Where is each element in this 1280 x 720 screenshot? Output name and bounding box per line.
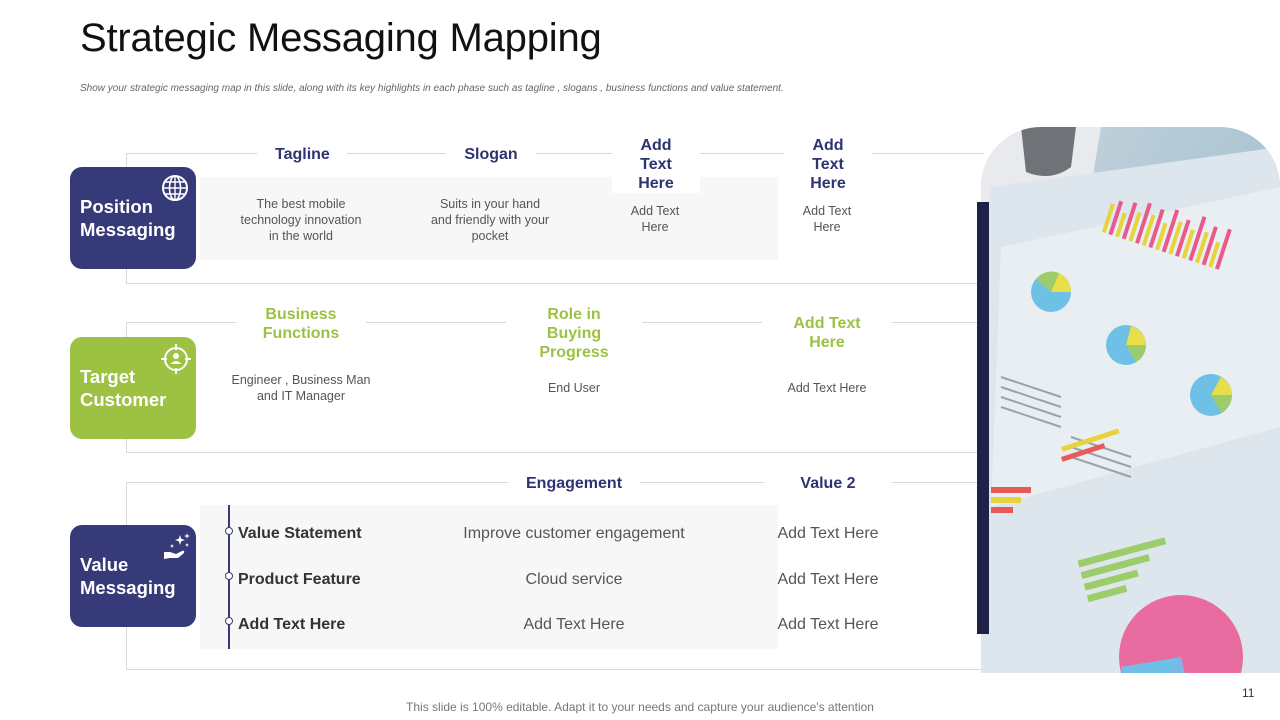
slide-title: Strategic Messaging Mapping <box>80 16 602 60</box>
row-value-engagement: Cloud service <box>525 571 623 588</box>
badge-label: Position Messaging <box>80 196 176 240</box>
cell-business-functions: Engineer , Business Man and IT Manager <box>231 373 371 403</box>
header-role-buying: Role in Buying Progress <box>506 305 642 362</box>
timeline-dot <box>225 617 233 625</box>
header-value-2: Value 2 <box>764 474 892 493</box>
badge-label: Value Messaging <box>80 554 176 598</box>
row-label-value-statement: Value Statement <box>238 525 362 542</box>
badge-label: Target Customer <box>80 366 167 410</box>
header-add-text-1: Add Text Here <box>612 136 700 193</box>
cell-slogan: Suits in your hand and friendly with you… <box>430 197 550 243</box>
footer-note: This slide is 100% editable. Adapt it to… <box>406 700 874 714</box>
slide-subtitle: Show your strategic messaging map in thi… <box>80 83 784 94</box>
row-label-product-feature: Product Feature <box>238 571 361 588</box>
cell-tagline: The best mobile technology innovation in… <box>240 197 362 243</box>
accent-bar <box>977 202 989 634</box>
hand-sparkle-icon <box>160 531 190 561</box>
globe-icon <box>160 173 190 203</box>
timeline-dot <box>225 527 233 535</box>
cell-add-text-3: Add Text Here <box>787 381 867 395</box>
row-value-engagement: Improve customer engagement <box>463 525 685 542</box>
header-add-text-2: Add Text Here <box>784 136 872 193</box>
row-value-engagement: Add Text Here <box>523 616 625 633</box>
row-label-add-text: Add Text Here <box>238 616 346 633</box>
header-business-functions: Business Functions <box>236 305 366 343</box>
header-add-text-3: Add Text Here <box>762 314 892 352</box>
row-value-2: Add Text Here <box>777 525 879 542</box>
row-value-2: Add Text Here <box>777 616 879 633</box>
badge-value-messaging: Value Messaging <box>70 525 196 627</box>
header-slogan: Slogan <box>446 145 536 164</box>
value-row-background <box>200 505 778 649</box>
badge-position-messaging: Position Messaging <box>70 167 196 269</box>
cell-role-buying: End User <box>547 381 601 395</box>
badge-target-customer: Target Customer <box>70 337 196 439</box>
header-tagline: Tagline <box>257 145 347 164</box>
analytics-report-photo <box>981 127 1280 673</box>
target-user-icon <box>160 343 191 374</box>
cell-add-text-2: Add Text Here <box>802 204 852 234</box>
page-number: 11 <box>1242 686 1255 700</box>
header-engagement: Engagement <box>508 474 640 493</box>
cell-add-text-1: Add Text Here <box>630 204 680 234</box>
timeline-dot <box>225 572 233 580</box>
row-value-2: Add Text Here <box>777 571 879 588</box>
